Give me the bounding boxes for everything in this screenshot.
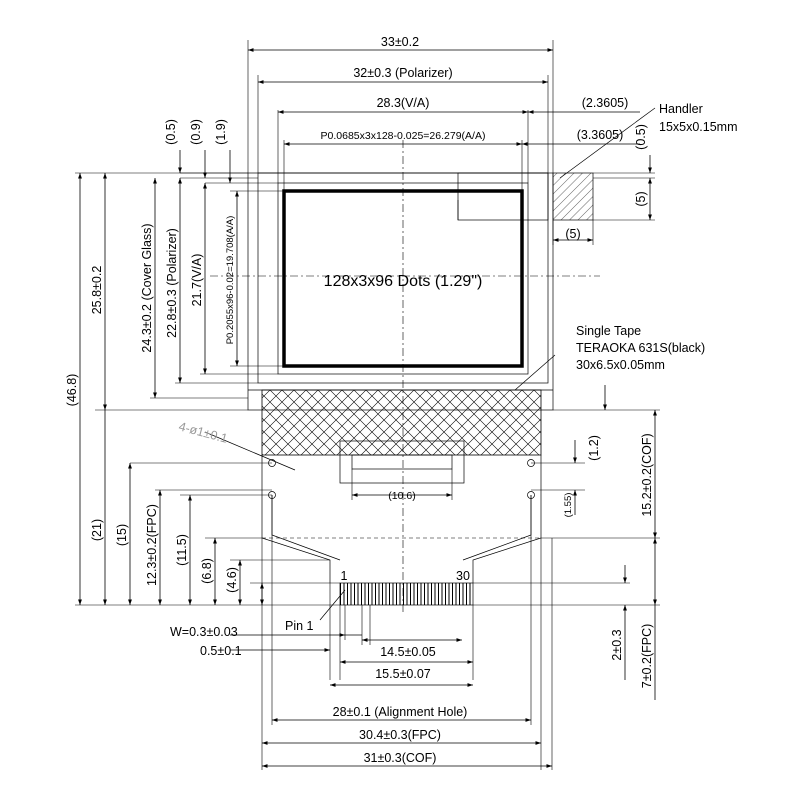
- left-vertical-dims: [75, 172, 340, 606]
- dim-top-19: (1.9): [214, 119, 228, 145]
- dim-cover-glass-total: 25.8±0.2: [90, 266, 104, 315]
- dim-cof-width-top: 33±0.2: [381, 35, 419, 49]
- dim-va-width: 28.3(V/A): [377, 96, 430, 110]
- dim-handler-5-h: (5): [565, 227, 580, 241]
- dim-top-05-right: (0.5): [634, 124, 648, 150]
- dim-fpc-width: 30.4±0.3(FPC): [359, 728, 441, 742]
- tape-title: Single Tape: [576, 324, 641, 338]
- bottom-dimensions: [230, 495, 553, 770]
- dim-h68: (6.8): [200, 558, 214, 584]
- dim-cof-width: 31±0.3(COF): [364, 751, 437, 765]
- dim-cof-height: 15.2±0.2(COF): [640, 433, 654, 516]
- panel-outline: [247, 172, 594, 411]
- dim-total-height: (46.8): [65, 374, 79, 407]
- dim-alignment-hole: 28±0.1 (Alignment Hole): [333, 705, 468, 719]
- dim-gap-155: (1.55): [563, 493, 574, 518]
- dim-aa-width: P0.0685x3x128-0.025=26.279(A/A): [321, 130, 486, 142]
- tape-spec: 30x6.5x0.05mm: [576, 358, 665, 372]
- dim-cover-glass: 24.3±0.2 (Cover Glass): [140, 223, 154, 352]
- dim-gap-12: (1.2): [587, 435, 601, 461]
- dim-pin-pitch: 0.5±0.1: [200, 644, 242, 658]
- tape-brand: TERAOKA 631S(black): [576, 341, 705, 355]
- dim-aa-height: P0.2055x96-0.02=19.708(A/A): [225, 216, 236, 345]
- dim-fpc-2: 2±0.3: [610, 629, 624, 660]
- dim-handler-5-v: (5): [634, 191, 648, 206]
- active-area-label: 128x3x96 Dots (1.29"): [324, 273, 483, 290]
- top-left-small-dims: [178, 150, 284, 192]
- lower-left-dims: [103, 410, 340, 605]
- dim-top-05-left: (0.5): [164, 119, 178, 145]
- dim-h115: (11.5): [175, 534, 189, 566]
- dim-h46: (4.6): [225, 567, 239, 593]
- pin-1-label: Pin 1: [285, 619, 314, 633]
- dim-pin-width: W=0.3±0.03: [170, 625, 238, 639]
- cof-outline: [261, 440, 542, 606]
- dim-polarizer-height: 22.8±0.3 (Polarizer): [165, 228, 179, 338]
- top-dimensions: [247, 40, 640, 191]
- dim-h21: (21): [90, 519, 104, 541]
- dim-top-09: (0.9): [189, 119, 203, 145]
- dim-va-height: 21.7(V/A): [190, 254, 204, 307]
- dim-fpc-7: 7±0.2(FPC): [640, 624, 654, 689]
- right-side-dims: [473, 385, 660, 700]
- pin-first-number: 1: [341, 569, 348, 583]
- dim-pins-total: 15.5±0.07: [375, 667, 431, 681]
- dim-polarizer-width: 32±0.3 (Polarizer): [353, 66, 452, 80]
- dim-right-offset-2: (3.3605): [577, 128, 624, 142]
- pin-last-number: 30: [456, 569, 470, 583]
- handler-spec: 15x5x0.15mm: [659, 120, 738, 134]
- handler-title: Handler: [659, 102, 703, 116]
- dim-h15: (15): [115, 524, 129, 546]
- hole-spec: 4-ø1±0.1: [177, 419, 229, 445]
- dim-ic-width: (10.6): [388, 490, 415, 502]
- dim-fpc-height: 12.3±0.2(FPC): [145, 504, 159, 586]
- single-tape: [261, 389, 542, 456]
- dim-right-offset-1: (2.3605): [582, 96, 629, 110]
- dim-pins-span: 14.5±0.05: [380, 645, 436, 659]
- top-right-small-dims: [552, 155, 655, 245]
